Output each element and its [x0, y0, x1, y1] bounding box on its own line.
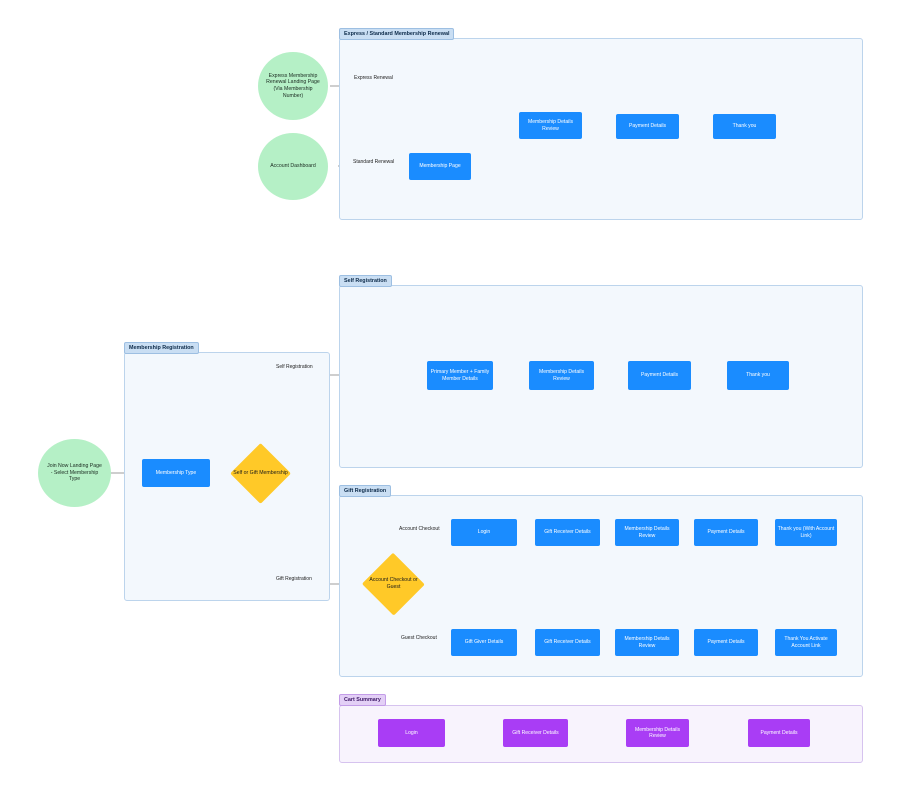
- guest-receiver-step: Gift Receiver Details: [535, 629, 600, 656]
- cart-receiver-step: Gift Receiver Details: [503, 719, 568, 747]
- renew-review-step: Membership Details Review: [519, 112, 582, 139]
- account-dashboard-start: Account Dashboard: [258, 133, 328, 200]
- guest-giver-step: Gift Giver Details: [451, 629, 517, 656]
- express-renewal-group-label: Express / Standard Membership Renewal: [339, 28, 455, 40]
- guest-review-step: Membership Details Review: [615, 629, 679, 656]
- gift-checkout-decision: Account Checkout or Guest: [362, 553, 425, 615]
- acct-payment-step: Payment Details: [694, 519, 758, 546]
- express-renewal-label: Express Renewal: [354, 75, 393, 81]
- gift-registration-group-label: Gift Registration: [339, 485, 392, 497]
- guest-payment-step: Payment Details: [694, 629, 758, 656]
- express-landing-start: Express Membership Renewal Landing Page …: [258, 52, 328, 120]
- self-review-step: Membership Details Review: [529, 361, 594, 390]
- join-landing-start: Join Now Landing Page - Select Membershi…: [38, 439, 111, 507]
- renew-payment-step: Payment Details: [616, 114, 679, 139]
- self-registration-group-label: Self Registration: [339, 275, 392, 287]
- acct-login-step: Login: [451, 519, 517, 546]
- acct-review-step: Membership Details Review: [615, 519, 679, 546]
- cart-login-step: Login: [378, 719, 445, 747]
- cart-review-step: Membership Details Review: [626, 719, 689, 747]
- membership-registration-group-label: Membership Registration: [124, 342, 199, 354]
- gift-checkout-decision-label: Account Checkout or Guest: [369, 577, 418, 590]
- guest-checkout-label: Guest Checkout: [401, 635, 437, 641]
- gift-registration-label: Gift Registration: [276, 576, 312, 582]
- membership-type-step: Membership Type: [142, 459, 210, 487]
- self-or-gift-decision-label: Self or Gift Membership: [233, 470, 288, 477]
- membership-page-step: Membership Page: [409, 153, 471, 180]
- renew-thanks-step: Thank you: [713, 114, 776, 139]
- self-primary-step: Primary Member + Family Member Details: [427, 361, 493, 390]
- guest-thanks-step: Thank You Activate Account Link: [775, 629, 837, 656]
- standard-renewal-label: Standard Renewal: [353, 159, 395, 165]
- express-renewal-group: [339, 38, 863, 220]
- self-payment-step: Payment Details: [628, 361, 691, 390]
- self-or-gift-decision: Self or Gift Membership: [230, 443, 291, 504]
- acct-thanks-step: Thank you (With Account Link): [775, 519, 837, 546]
- cart-summary-group-label: Cart Summary: [339, 694, 386, 706]
- acct-receiver-step: Gift Receiver Details: [535, 519, 600, 546]
- account-checkout-label: Account Checkout: [399, 526, 440, 532]
- self-thanks-step: Thank you: [727, 361, 789, 390]
- self-registration-label: Self Registration: [276, 364, 313, 370]
- cart-payment-step: Payment Details: [748, 719, 810, 747]
